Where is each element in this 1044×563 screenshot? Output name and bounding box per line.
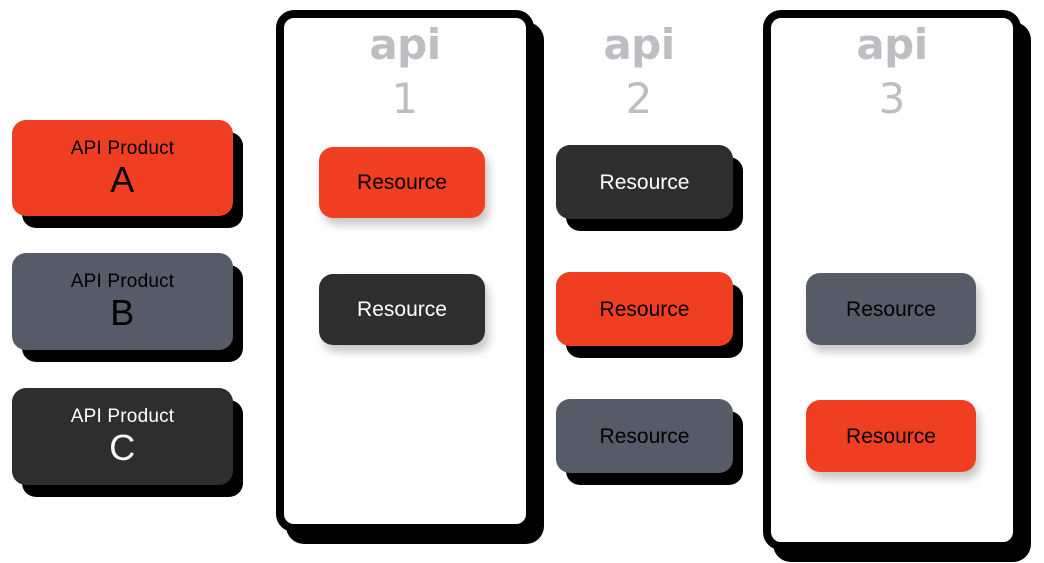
api-product-c-title: API Product	[70, 406, 175, 427]
api-heading-1: api 1	[276, 24, 534, 120]
resource-chip[interactable]: Resource	[319, 274, 485, 345]
api-product-card-b[interactable]: API Product B	[12, 253, 233, 350]
resource-chip[interactable]: Resource	[806, 400, 976, 472]
resource-chip[interactable]: Resource	[319, 147, 485, 218]
api-heading-2-number: 2	[625, 74, 653, 123]
resource-chip[interactable]: Resource	[556, 399, 733, 473]
api-product-card-c[interactable]: API Product C	[12, 388, 233, 485]
resource-chip[interactable]: Resource	[556, 145, 733, 219]
resource-chip[interactable]: Resource	[556, 272, 733, 346]
api-product-card-a[interactable]: API Product A	[12, 120, 233, 216]
api-product-a-letter: A	[110, 158, 135, 200]
api-product-b-letter: B	[110, 292, 135, 333]
api-heading-3-number: 3	[878, 74, 906, 123]
resource-chip[interactable]: Resource	[806, 273, 976, 345]
api-heading-1-word: api	[369, 20, 441, 69]
api-heading-3-word: api	[856, 20, 928, 69]
api-product-a-title: API Product	[70, 137, 175, 159]
api-product-b-title: API Product	[70, 271, 175, 292]
api-heading-2: api 2	[553, 24, 725, 120]
api-heading-2-word: api	[603, 20, 675, 69]
api-product-c-letter: C	[109, 427, 136, 468]
api-heading-3: api 3	[763, 24, 1021, 120]
api-container-1[interactable]	[276, 10, 534, 532]
api-heading-1-number: 1	[391, 74, 419, 123]
